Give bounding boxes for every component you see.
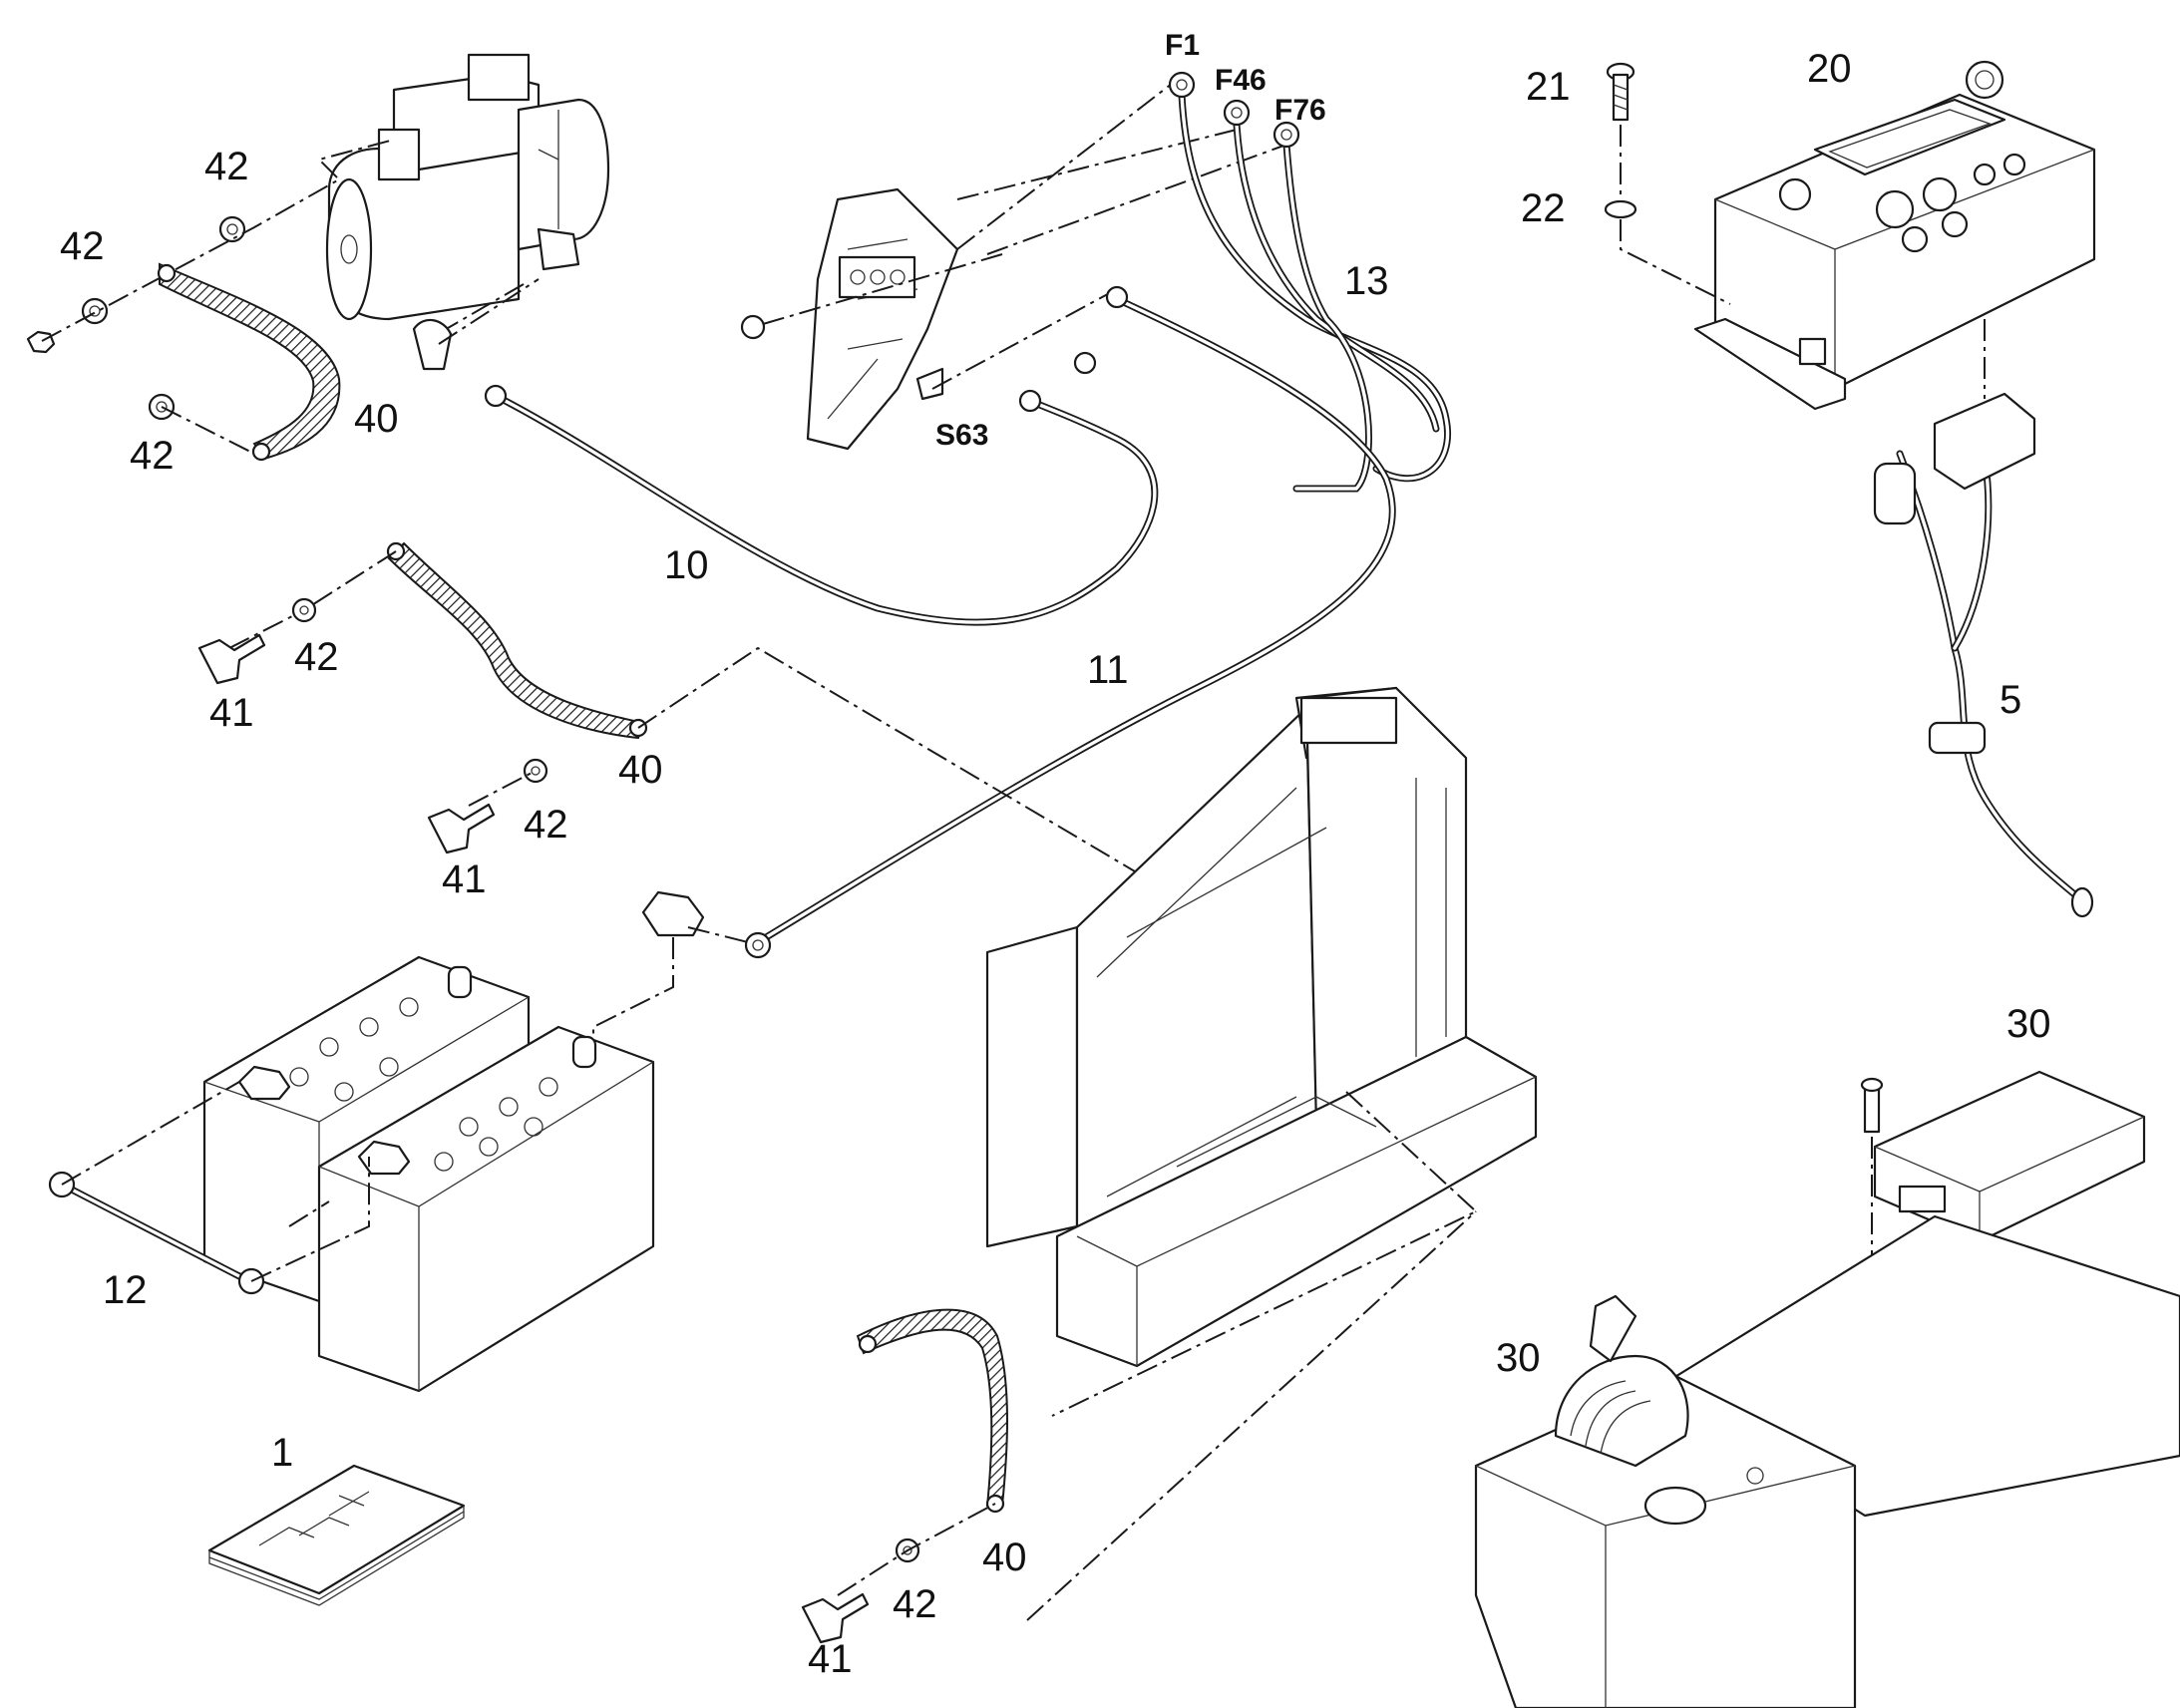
battery-clamp — [641, 890, 705, 937]
label-42-f: 42 — [893, 1582, 937, 1626]
electronic-module — [1873, 1070, 2146, 1243]
label-42-c: 42 — [130, 434, 175, 478]
battery-frame — [985, 686, 1538, 1368]
label-41-c: 41 — [808, 1637, 853, 1681]
label-F76: F76 — [1274, 94, 1326, 127]
label-41-a: 41 — [209, 691, 254, 735]
label-20: 20 — [1807, 47, 1852, 91]
battery-front — [317, 1025, 655, 1393]
cable-11 — [744, 285, 1396, 959]
cable-10 — [412, 318, 1159, 626]
ground-strap-middle — [387, 541, 645, 740]
bolt-41-c — [801, 1592, 870, 1644]
label-1: 1 — [271, 1431, 293, 1475]
ground-strap-bottom — [856, 1308, 1008, 1507]
label-21: 21 — [1526, 65, 1571, 109]
screw-21 — [1606, 62, 1635, 122]
label-42-b: 42 — [60, 224, 105, 268]
switch-bracket — [740, 187, 959, 451]
label-41-b: 41 — [442, 857, 487, 901]
label-22: 22 — [1521, 186, 1566, 230]
ground-strap-top — [159, 262, 341, 461]
control-unit — [1693, 60, 2096, 411]
joystick-console — [1474, 1214, 2180, 1708]
label-30-b: 30 — [1496, 1336, 1541, 1380]
label-S63: S63 — [935, 419, 988, 452]
label-30-a: 30 — [2006, 1002, 2051, 1046]
bolt-41-b — [427, 803, 496, 854]
starter-motor — [325, 53, 610, 321]
label-40-c: 40 — [982, 1536, 1027, 1579]
bolt-41-a — [197, 633, 266, 685]
label-42-e: 42 — [524, 803, 568, 847]
label-40-a: 40 — [354, 397, 399, 441]
harness-5 — [1873, 392, 2094, 918]
label-F1: F1 — [1165, 29, 1200, 62]
label-42-a: 42 — [204, 145, 249, 188]
cable-13 — [1168, 71, 1451, 493]
label-12: 12 — [103, 1268, 148, 1312]
label-40-b: 40 — [618, 748, 663, 792]
label-13: 13 — [1344, 259, 1389, 303]
label-5: 5 — [1999, 678, 2021, 722]
label-42-d: 42 — [294, 635, 339, 679]
manual-booklet — [207, 1464, 466, 1606]
label-F46: F46 — [1215, 64, 1267, 97]
washer-22 — [1604, 199, 1637, 219]
label-10: 10 — [664, 543, 709, 587]
label-11: 11 — [1087, 648, 1129, 692]
